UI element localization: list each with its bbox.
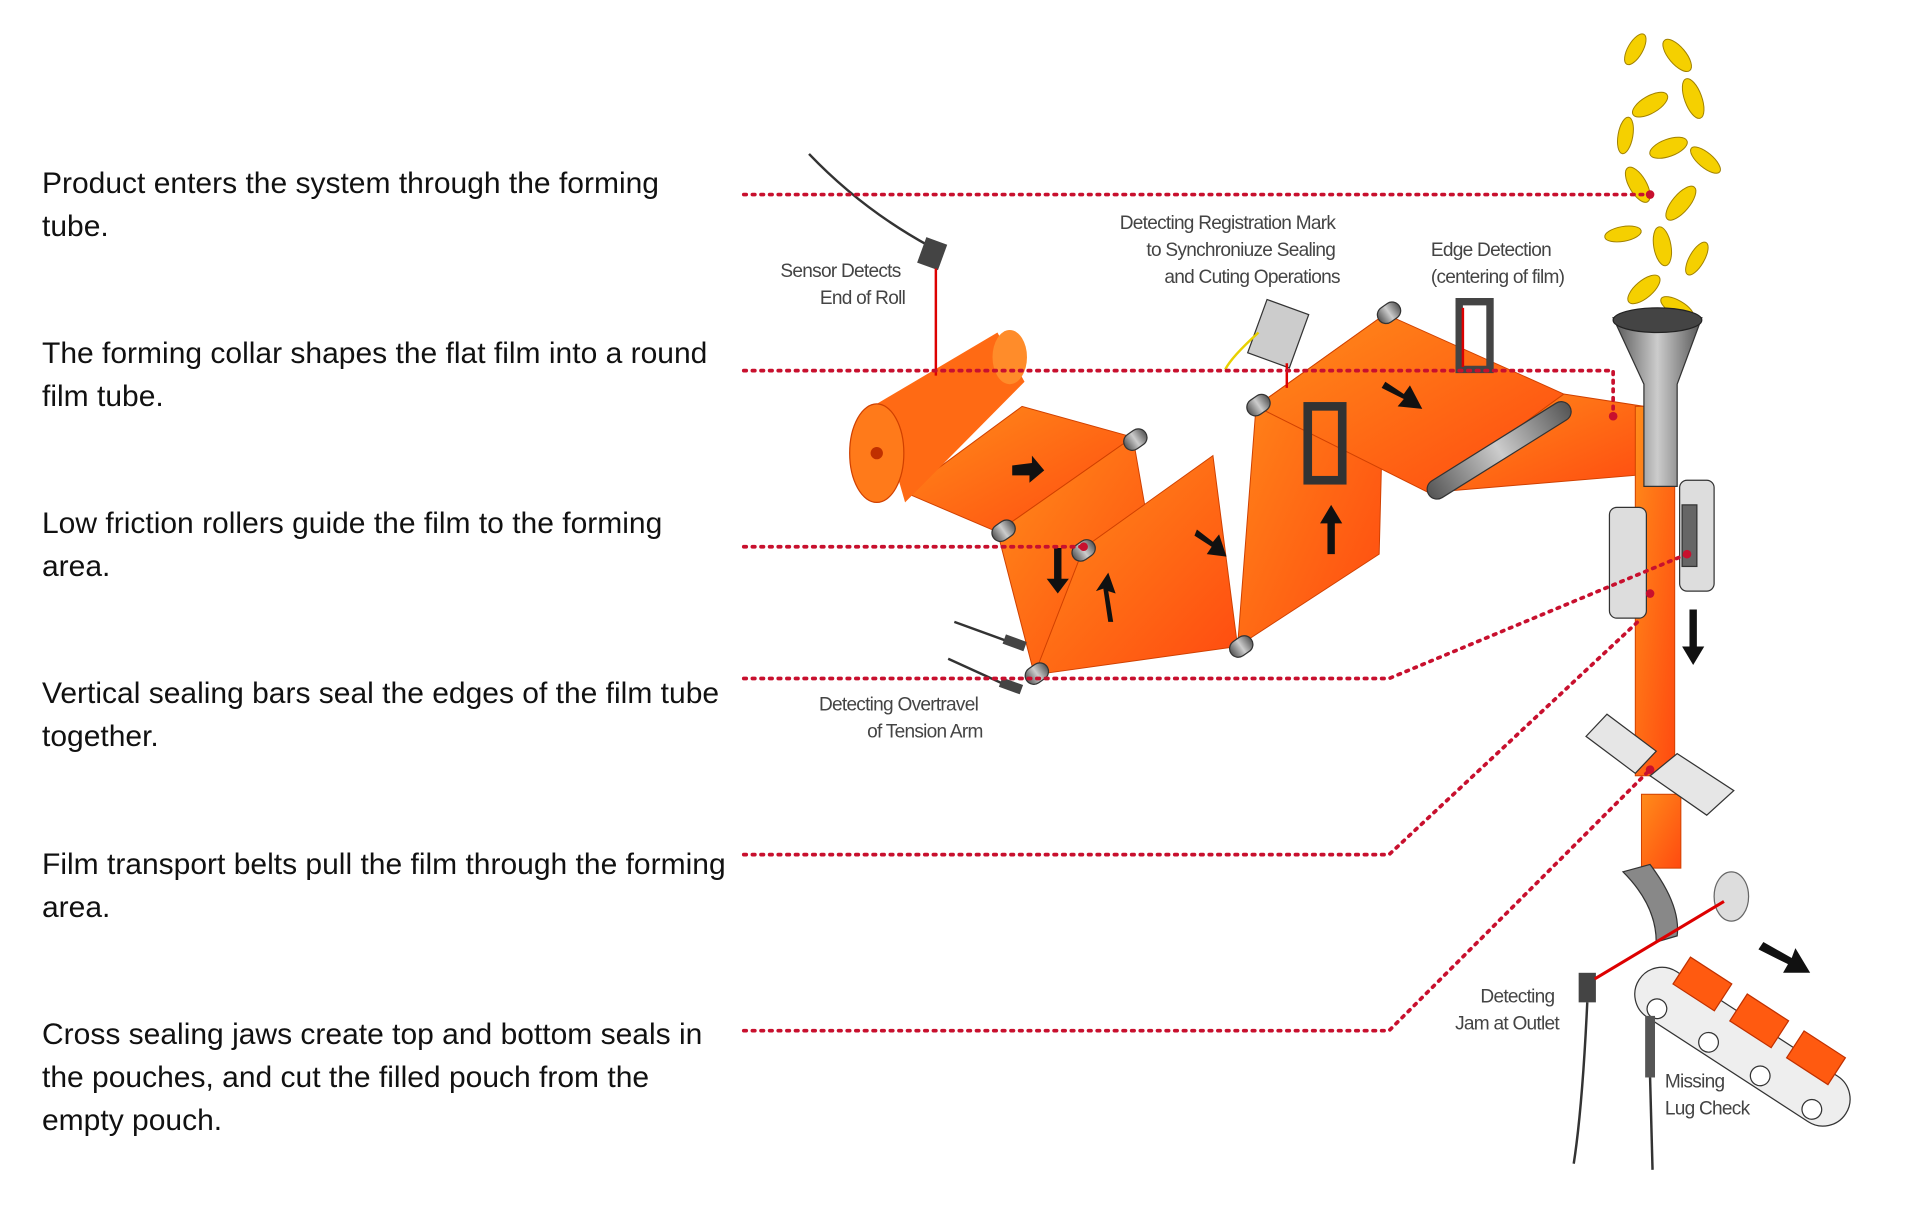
callout-edge-detection: Edge Detection (centering of film)	[1431, 240, 1565, 288]
cross-sealing-jaws	[1585, 713, 1735, 816]
callout-missing-lug: Missing Lug Check	[1665, 1071, 1751, 1119]
step-cross-sealing: Cross sealing jaws create top and bottom…	[42, 1018, 703, 1137]
product-icon	[1604, 33, 1721, 320]
callout-end-of-roll: Sensor Detects End of Roll	[780, 261, 905, 309]
vertical-sealing-bars	[1608, 479, 1715, 619]
conveyor	[1634, 956, 1851, 1127]
callout-jam-at-outlet: Detecting Jam at Outlet	[1455, 986, 1560, 1034]
callout-registration-mark: Detecting Registration Mark to Synchroni…	[1120, 213, 1340, 288]
reflector	[1713, 871, 1750, 922]
rollers	[991, 301, 1572, 685]
sensors	[808, 153, 1725, 1170]
discharge-chute	[1621, 863, 1679, 943]
callout-overtravel: Detecting Overtravel of Tension Arm	[819, 695, 983, 743]
forming-tube	[1612, 307, 1703, 488]
step-rollers: Low friction rollers guide the film to t…	[42, 507, 663, 583]
film-web	[904, 313, 1682, 869]
leader-lines	[741, 192, 1689, 1033]
leader-dots	[1079, 190, 1692, 774]
step-vertical-sealing: Vertical sealing bars seal the edges of …	[42, 677, 720, 753]
step-product-enters: Product enters the system through the fo…	[42, 167, 659, 243]
step-transport-belts: Film transport belts pull the film throu…	[42, 848, 726, 924]
direction-arrows	[1012, 381, 1811, 973]
step-forming-collar: The forming collar shapes the flat film …	[42, 337, 708, 413]
